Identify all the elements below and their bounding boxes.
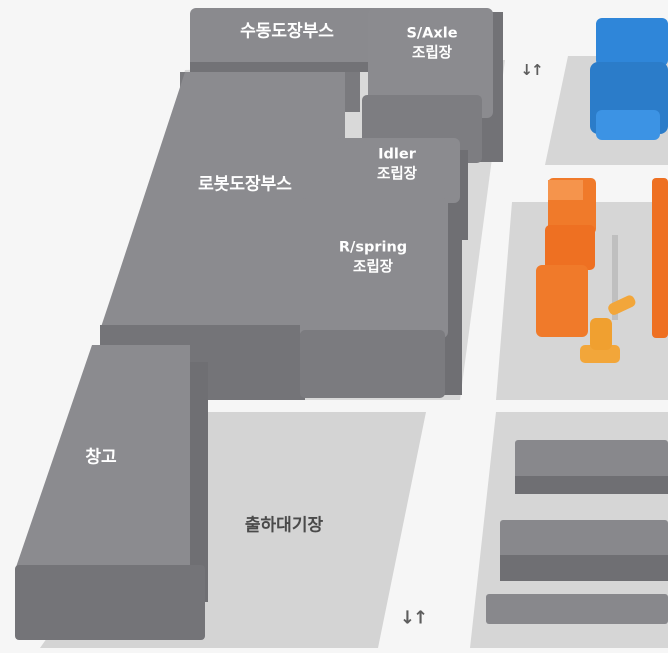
label-idler-line2: 조립장 [376, 166, 418, 182]
building-idler-assembly [335, 138, 460, 203]
robot-arm-boom [608, 295, 636, 315]
orange-robot-booths [536, 178, 668, 338]
building-warehouse-front [15, 565, 205, 640]
building-r-spring-front [300, 330, 445, 398]
label-idler-assembly: Idler 조립장 [377, 145, 417, 184]
yellow-robot-arm [580, 295, 636, 363]
traffic-direction-arrows-bottom: ↓↑ [399, 607, 428, 629]
robot-arm-body [590, 318, 612, 350]
building-warehouse [15, 345, 190, 570]
storage-rack-3 [486, 594, 668, 624]
label-r-spring-assembly: R/spring 조립장 [339, 238, 407, 277]
orange-booth-2 [545, 225, 595, 270]
label-r-spring-line1: R/spring [338, 239, 408, 256]
blue-machines [590, 18, 668, 140]
building-robot-paint-booth [100, 72, 345, 330]
traffic-direction-arrows-top: ↓↑ [520, 61, 543, 79]
label-r-spring-line2: 조립장 [352, 259, 394, 275]
storage-rack-2-front [500, 555, 668, 581]
label-manual-paint-booth: 수동도장부스 [240, 21, 334, 42]
label-idler-line1: Idler [378, 146, 416, 163]
orange-booth-right [652, 178, 668, 338]
rail [612, 235, 618, 320]
orange-booth-highlight [548, 180, 583, 200]
blue-machine-front [596, 110, 660, 140]
orange-booth-3 [536, 265, 588, 337]
label-warehouse: 창고 [85, 447, 117, 468]
label-robot-paint-booth: 로봇도장부스 [198, 174, 292, 195]
storage-racks [486, 440, 668, 624]
label-s-axle-line2: 조립장 [411, 45, 453, 61]
label-shipping-wait: 출하대기장 [244, 515, 324, 536]
building-manual-paint-booth-side [190, 62, 385, 72]
building-r-spring-assembly [300, 198, 448, 338]
label-s-axle-assembly: S/Axle 조립장 [406, 24, 457, 63]
label-s-axle-line1: S/Axle [406, 25, 458, 42]
storage-rack-1-front [515, 476, 668, 494]
blue-machine-top [596, 18, 668, 66]
robot-arm-base [580, 345, 620, 363]
building-manual-paint-booth [190, 8, 385, 70]
building-s-axle-assembly [368, 8, 493, 118]
storage-rack-2 [500, 520, 668, 566]
